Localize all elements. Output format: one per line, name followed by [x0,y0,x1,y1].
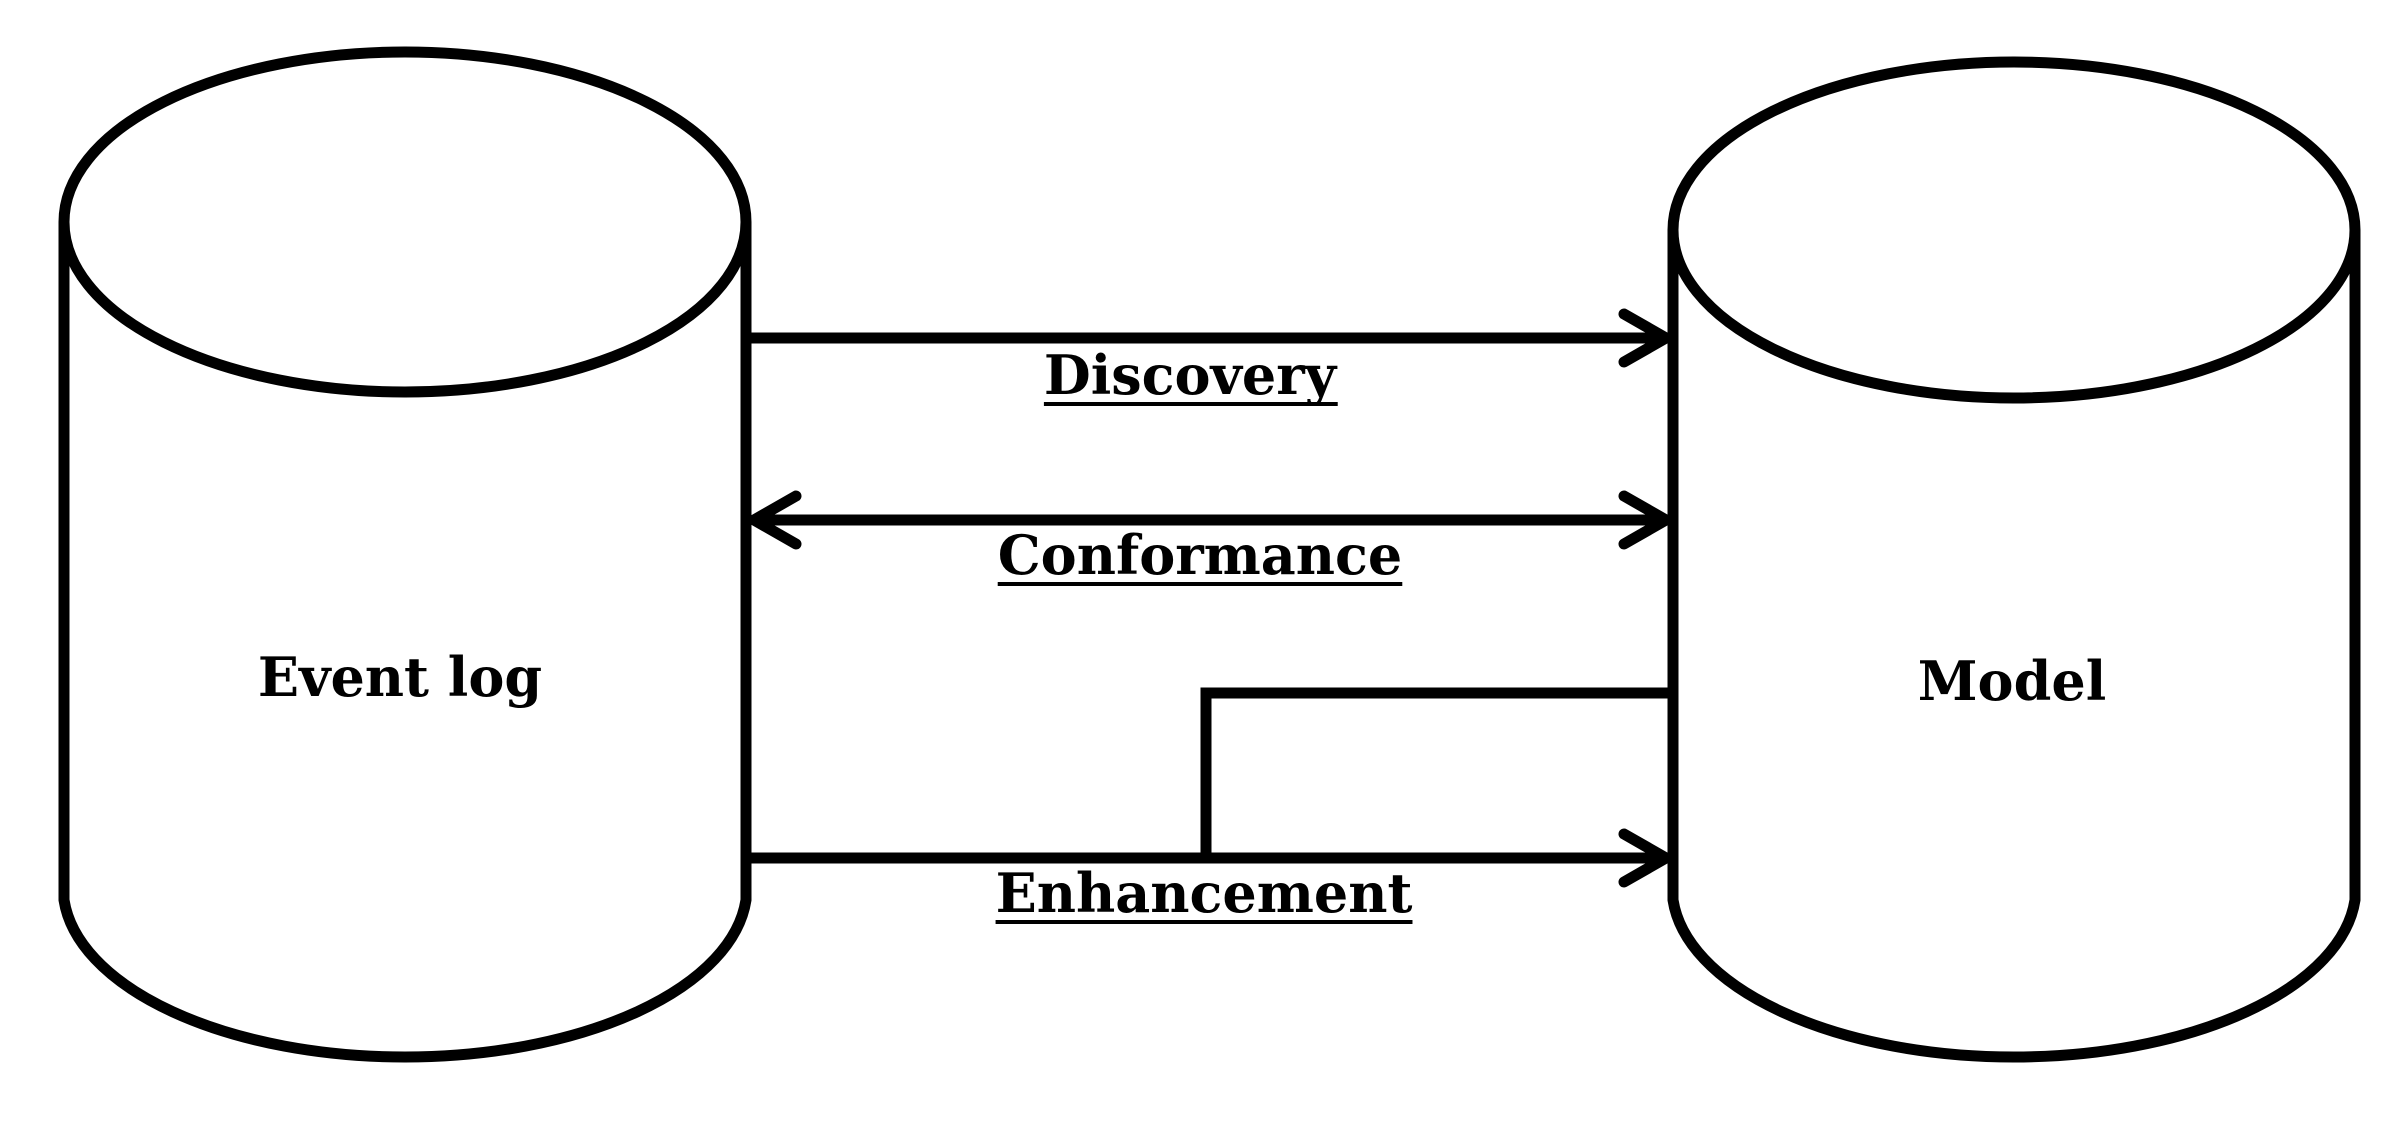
discovery-arrow [746,308,1672,368]
conformance-arrow [748,490,1672,550]
event-log-cylinder-top [58,46,752,398]
event-log-label: Event log [258,645,542,709]
model-label: Model [1918,649,2106,713]
model-cylinder [1667,56,2361,1063]
event-log-cylinder-body [58,222,752,1063]
enhancement-arrow [746,687,1673,888]
enhancement-feedback-line [1200,687,1673,858]
enhancement-label: Enhancement [996,861,1413,925]
enhancement-arrowhead-icon [1618,828,1672,888]
conformance-left-arrowhead-icon [748,490,802,550]
event-log-cylinder [58,46,752,1063]
model-cylinder-top [1667,56,2361,404]
model-cylinder-body [1667,230,2361,1063]
discovery-arrowhead-icon [1618,308,1672,368]
discovery-label: Discovery [1044,343,1338,407]
conformance-right-arrowhead-icon [1618,490,1672,550]
conformance-label: Conformance [998,523,1403,587]
